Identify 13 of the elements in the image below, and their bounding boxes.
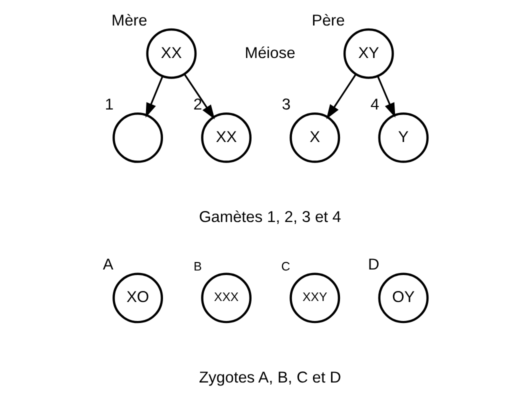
label: Méiose <box>244 44 295 62</box>
node-label: 1 <box>104 96 114 114</box>
node-label: 3 <box>281 96 290 114</box>
label: Zygotes A, B, C et D <box>198 369 341 386</box>
node-label: 4 <box>370 96 379 114</box>
node-label: D <box>368 256 379 274</box>
label: Gamètes 1, 2, 3 et 4 <box>198 208 341 226</box>
node-label: B <box>193 259 202 274</box>
node-label: Mère <box>111 12 147 30</box>
node-label: Père <box>311 12 344 30</box>
node-label: 2 <box>192 96 202 114</box>
node-label: C <box>280 259 290 274</box>
node-label: A <box>102 256 113 274</box>
